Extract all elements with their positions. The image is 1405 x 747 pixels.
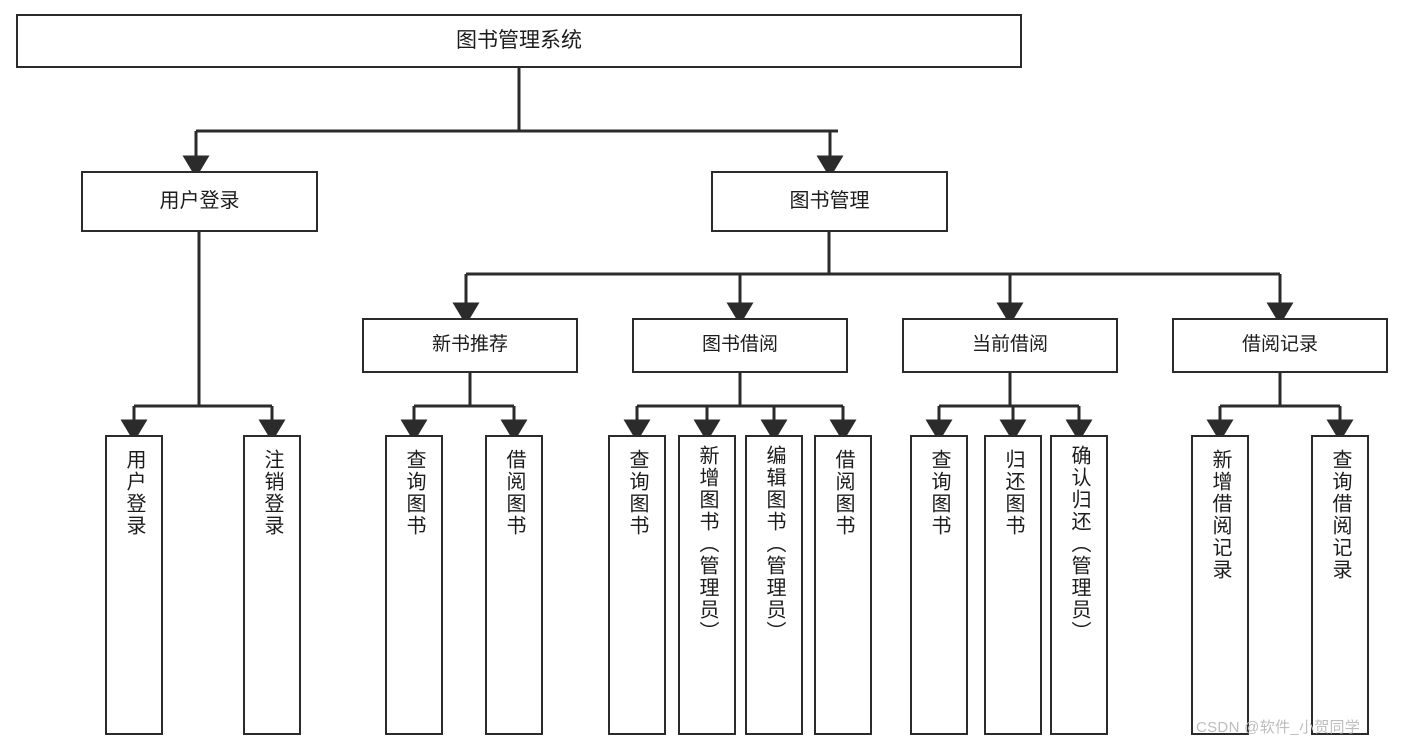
connector-group-new-book-rec [400,373,528,442]
leaf-add-borrow-record-label: 新增借阅记录 [1209,449,1231,581]
leaf-confirm-return-admin[interactable]: 确认归还（管理员） [1050,435,1108,735]
leaf-edit-book-admin[interactable]: 编辑图书（管理员） [745,435,803,735]
node-current-borrow-label: 当前借阅 [971,334,1048,356]
leaf-query-book-current-label: 查询图书 [928,449,950,537]
leaf-confirm-return-admin-label: 确认归还（管理员） [1068,445,1090,643]
leaf-return-book-label: 归还图书 [1002,449,1024,537]
leaf-query-book-borrow[interactable]: 查询图书 [608,435,666,735]
node-borrow-record[interactable]: 借阅记录 [1172,318,1388,373]
leaf-query-book-borrow-label: 查询图书 [626,449,648,537]
leaf-borrow-book-recommend-label: 借阅图书 [503,449,525,537]
leaf-borrow-book-label: 借阅图书 [832,449,854,537]
node-new-book-recommend-label: 新书推荐 [431,334,508,356]
connector-group-current-borrow [925,373,1093,442]
leaf-edit-book-admin-label: 编辑图书（管理员） [763,445,785,643]
leaf-user-login[interactable]: 用户登录 [105,435,163,735]
leaf-query-book-recommend-label: 查询图书 [403,449,425,537]
node-book-management[interactable]: 图书管理 [711,171,948,232]
leaf-logout-login-label: 注销登录 [261,449,283,537]
node-user-login-label: 用户登录 [159,189,240,212]
leaf-borrow-book-recommend[interactable]: 借阅图书 [485,435,543,735]
leaf-query-borrow-record-label: 查询借阅记录 [1329,449,1351,581]
leaf-add-book-admin-label: 新增图书（管理员） [696,445,718,643]
node-book-management-label: 图书管理 [789,189,870,212]
leaf-add-borrow-record[interactable]: 新增借阅记录 [1191,435,1249,735]
node-root-system-label: 图书管理系统 [456,28,582,52]
leaf-query-book-current[interactable]: 查询图书 [910,435,968,735]
leaf-query-book-recommend[interactable]: 查询图书 [385,435,443,735]
connector-group-borrow-record [1206,373,1354,442]
node-current-borrow[interactable]: 当前借阅 [902,318,1118,373]
connector-group-user-login [120,232,286,442]
node-root-system[interactable]: 图书管理系统 [16,14,1022,68]
leaf-user-login-label: 用户登录 [123,449,145,537]
leaf-add-book-admin[interactable]: 新增图书（管理员） [678,435,736,735]
leaf-return-book[interactable]: 归还图书 [984,435,1042,735]
connector-group-book-borrow [623,373,857,442]
connector-group-root [182,68,844,178]
csdn-watermark: CSDN @软件_小贺同学 [1196,719,1361,736]
node-book-borrow-label: 图书借阅 [701,334,778,356]
leaf-logout-login[interactable]: 注销登录 [243,435,301,735]
leaf-query-borrow-record[interactable]: 查询借阅记录 [1311,435,1369,735]
leaf-borrow-book[interactable]: 借阅图书 [814,435,872,735]
node-borrow-record-label: 借阅记录 [1241,334,1318,356]
connector-group-book-mgmt [452,232,1294,325]
node-user-login[interactable]: 用户登录 [81,171,318,232]
node-book-borrow[interactable]: 图书借阅 [632,318,848,373]
node-new-book-recommend[interactable]: 新书推荐 [362,318,578,373]
